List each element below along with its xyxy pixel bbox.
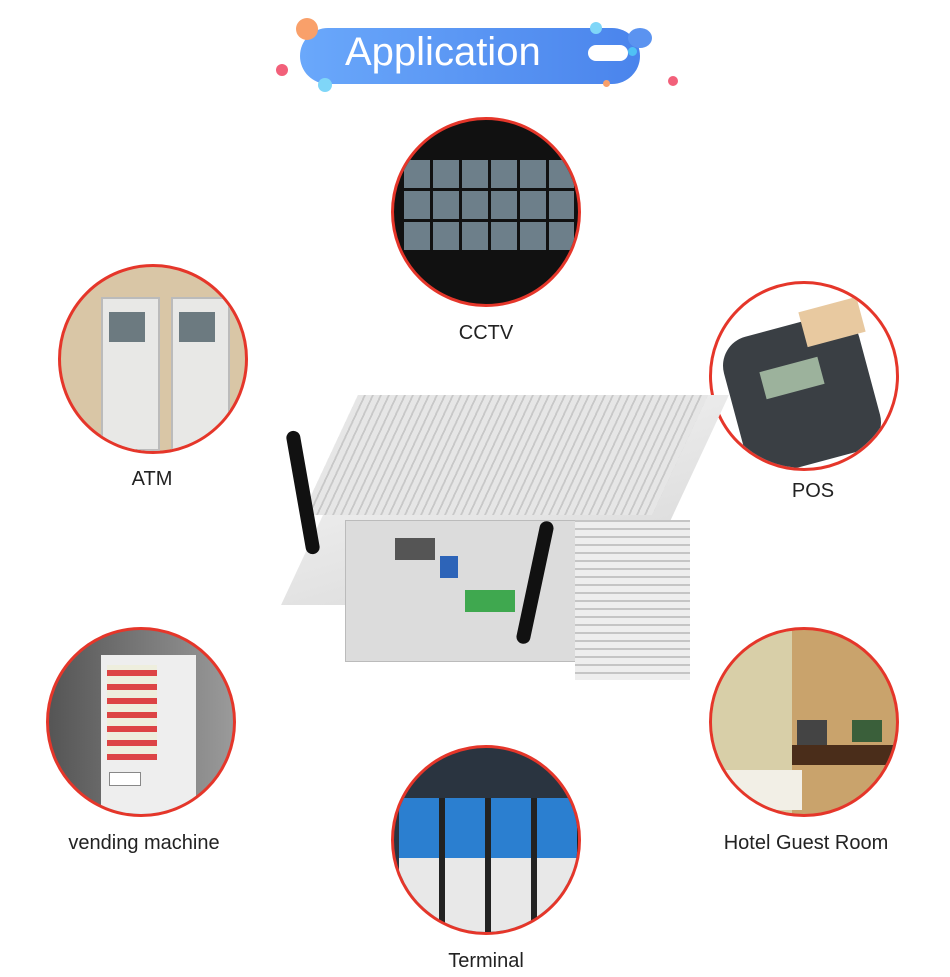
atm-image [58,264,248,454]
pos-image [709,281,899,471]
decor-dot [318,78,332,92]
hotel-guest-room-image [709,627,899,817]
header-banner [300,28,640,84]
terminal-label: Terminal [448,950,524,972]
cctv-label: CCTV [458,322,514,344]
terminal-image [391,745,581,935]
atm-label: ATM [131,468,173,490]
decor-dot [603,80,610,87]
decor-dot [628,47,637,56]
decor-notch [588,45,628,61]
hotel-guest-room-label: Hotel Guest Room [723,832,889,854]
cctv-image [391,117,581,307]
decor-dot [628,28,652,48]
vending-machine-image [46,627,236,817]
decor-dot [296,18,318,40]
decor-dot [590,22,602,34]
page-title: Application [345,30,541,74]
decor-dot [668,76,678,86]
vending-machine-label: vending machine [68,832,220,854]
decor-dot [276,64,288,76]
pos-label: POS [791,480,835,502]
